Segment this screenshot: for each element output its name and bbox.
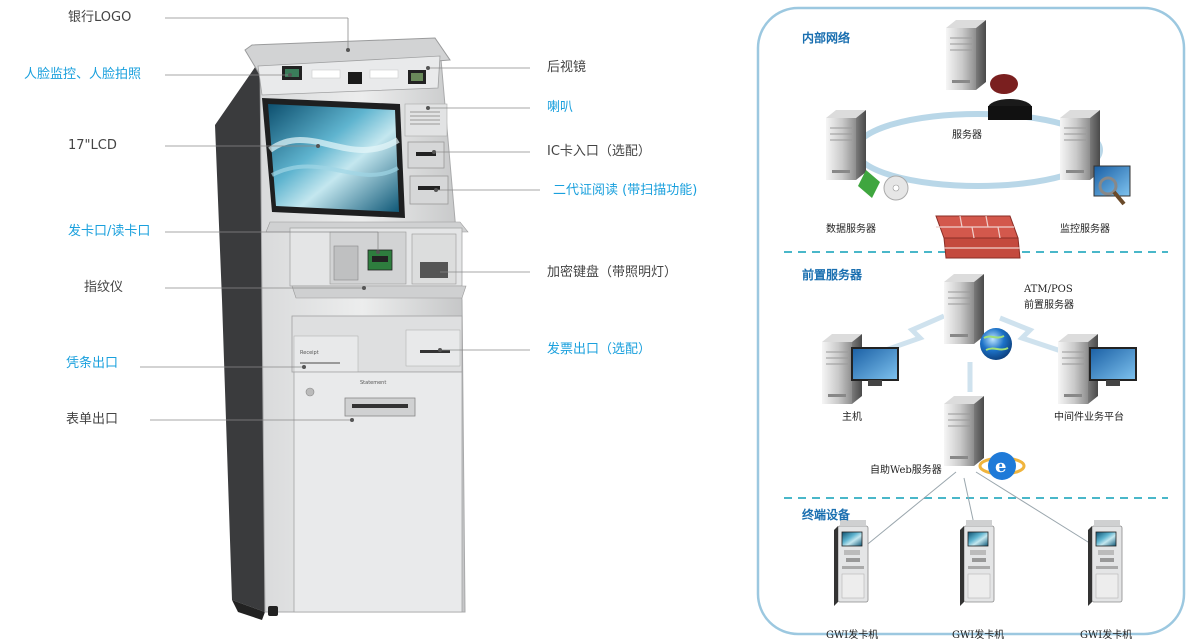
callout-form-out: 表单出口 [66,412,119,427]
lcd-screen [268,104,399,212]
globe-icon [980,328,1012,360]
callout-dots [288,48,442,422]
atm-pos-server-icon [943,273,985,345]
section-terminals: 终端设备 [802,508,851,522]
caption-web-server: 自助Web服务器 [870,465,942,476]
invoice-printer [405,329,461,367]
caption-terminal-2: GWI发卡机 [952,630,1005,641]
callout-lcd: 17"LCD [68,138,117,153]
middleware-monitor-icon [1089,347,1137,386]
speaker-grill [410,111,440,125]
front-links [879,313,1065,392]
section-front-servers: 前置服务器 [802,268,863,282]
terminal-kiosk-3 [1087,519,1123,607]
fingerprint-shelf [291,285,467,299]
host-monitor-icon [851,347,899,386]
callout-pinpad: 加密键盘（带照明灯） [547,265,678,280]
callout-speaker: 喇叭 [547,100,574,115]
network-frame [756,6,1186,636]
caption-atm-pos-1: ATM/POS [1024,284,1073,295]
section-internal-network: 内部网络 [802,31,851,45]
magnifier-icon [1093,165,1131,206]
callout-fingerprint: 指纹仪 [84,280,124,295]
web-server-icon [943,395,985,467]
data-server-icon [825,109,867,181]
callout-rear-mirror: 后视镜 [547,60,587,75]
callout-id-reader: 二代证阅读 (带扫描功能) [553,183,698,198]
callout-ic-card: IC卡入口（选配） [547,144,651,159]
caption-terminal-1: GWI发卡机 [826,630,879,641]
caption-monitor-server: 监控服务器 [1060,224,1110,235]
caption-data-server: 数据服务器 [826,224,876,235]
cd-icon [858,170,909,201]
callout-face-camera: 人脸监控、人脸拍照 [24,67,142,82]
caption-terminal-3: GWI发卡机 [1080,630,1133,641]
caption-host: 主机 [842,412,862,423]
ie-icon: e [978,452,1026,480]
kiosk-illustration: Receipt Statement [215,37,469,620]
camera-lens-icon [348,72,362,84]
terminal-kiosk-2 [959,519,995,607]
turntable-icon [988,74,1032,120]
receipt-panel-text: Receipt [300,350,319,356]
pinpad-keys [420,262,448,278]
callout-bank-logo: 银行LOGO [68,10,132,25]
receipt-printer [293,335,359,373]
callout-card-dispenser: 发卡口/读卡口 [68,224,151,239]
callout-receipt-out: 凭条出口 [66,356,119,371]
firewall-icon [935,215,1021,259]
caption-atm-pos-2: 前置服务器 [1024,300,1074,311]
svg-text:e: e [995,456,1006,477]
network-diagram: e [756,6,1186,636]
caption-middleware: 中间件业务平台 [1054,412,1124,423]
callout-invoice-out: 发票出口（选配） [547,342,652,357]
kiosk-side-panel [215,60,265,612]
server-icon [945,19,987,91]
statement-panel-text: Statement [360,380,386,386]
terminal-kiosk-1 [833,519,869,607]
caption-server: 服务器 [952,130,982,141]
callout-lines [140,17,540,421]
